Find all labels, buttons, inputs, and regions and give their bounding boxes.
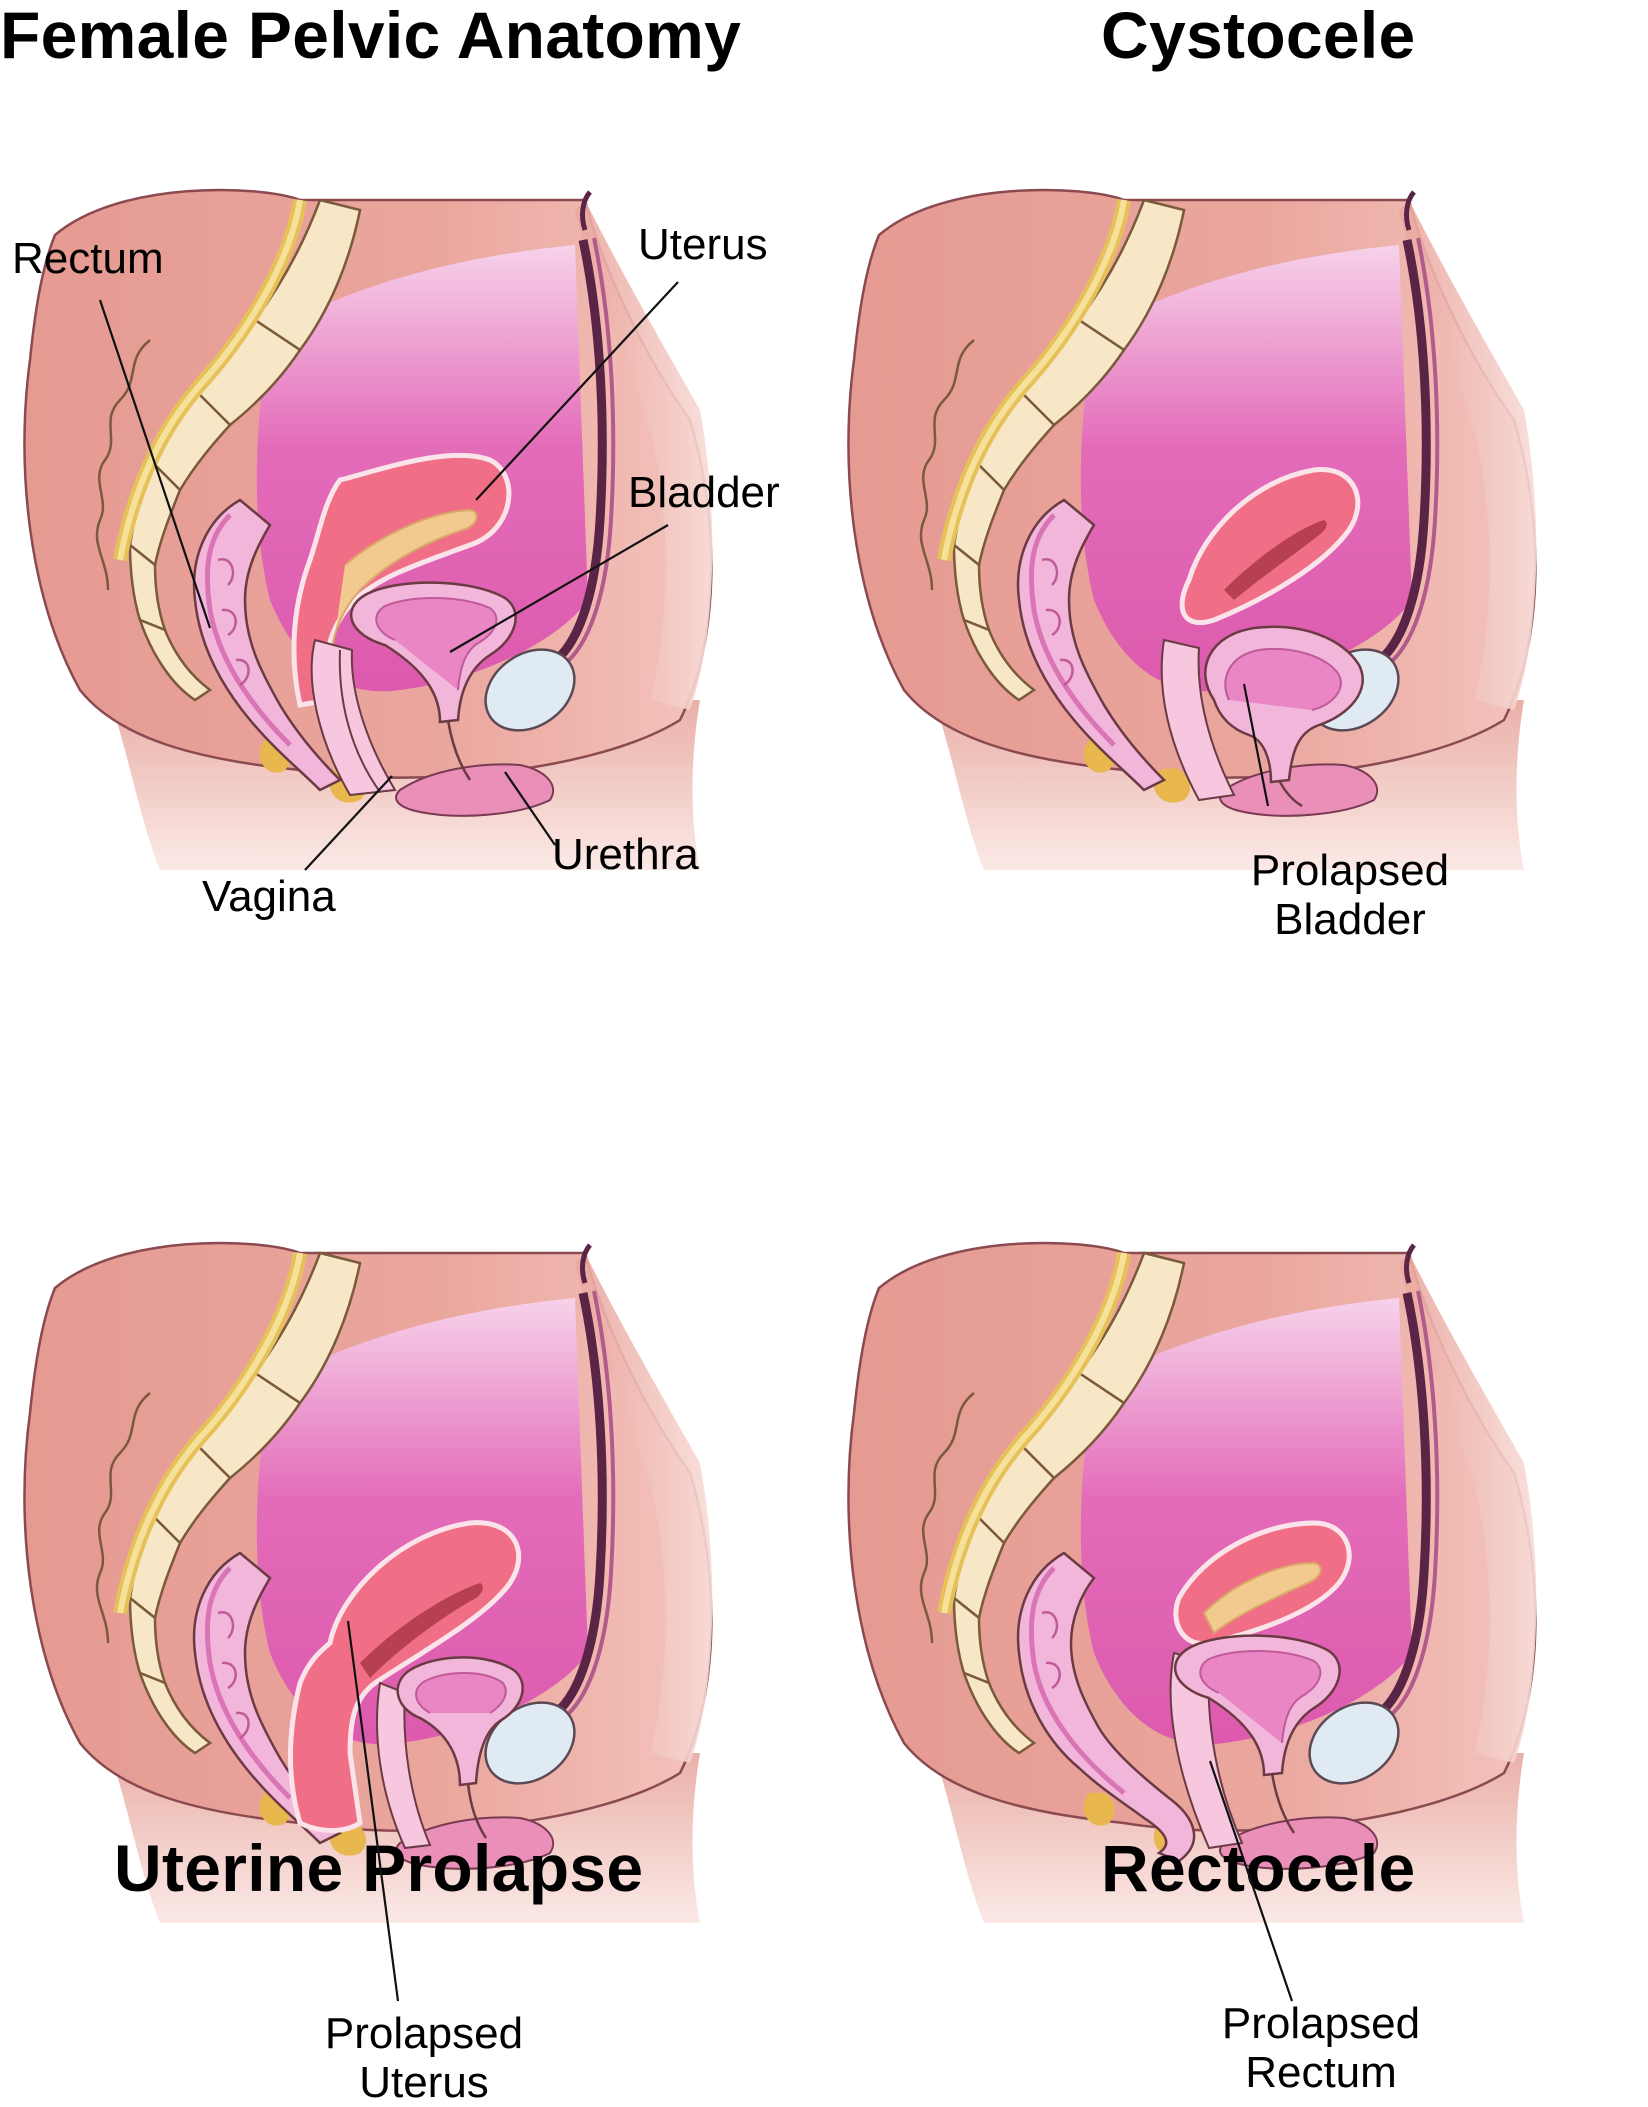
panel-title: Female Pelvic Anatomy (0, 0, 742, 72)
panel-normal-anatomy: Female Pelvic Anatomy Rectum Uterus Blad… (0, 0, 824, 1053)
label-prolapsed-rectum: Prolapsed Rectum (1222, 1999, 1420, 2098)
panel-title: Uterine Prolapse (114, 1831, 644, 1905)
normal-anatomy-illustration (0, 0, 824, 1053)
label-line-1: Prolapsed (1221, 1999, 1421, 2048)
panel-cystocele: Cystocele Prolapsed Bladder (824, 0, 1648, 1053)
panel-uterine-prolapse: Uterine Prolapse Prolapsed Uterus (0, 1053, 824, 2106)
panel-rectocele: Rectocele Prolapsed Rectum (824, 1053, 1648, 2106)
uterine-prolapse-illustration (0, 1053, 824, 2106)
label-prolapsed-uterus: Prolapsed Uterus (325, 2009, 523, 2106)
label-line-1: Prolapsed (1250, 846, 1450, 895)
panel-title: Rectocele (1101, 1831, 1416, 1905)
label-rectum: Rectum (12, 234, 164, 283)
label-urethra: Urethra (552, 830, 699, 879)
label-vagina: Vagina (202, 872, 336, 921)
label-line-2: Bladder (1274, 895, 1426, 945)
label-uterus: Uterus (638, 220, 768, 269)
label-line-2: Rectum (1245, 2048, 1397, 2098)
label-prolapsed-bladder: Prolapsed Bladder (1251, 846, 1449, 945)
cystocele-illustration (824, 0, 1648, 1053)
label-bladder: Bladder (628, 468, 780, 517)
panel-title: Cystocele (1101, 0, 1416, 72)
label-line-1: Prolapsed (324, 2009, 524, 2058)
rectocele-illustration (824, 1053, 1648, 2106)
label-line-2: Uterus (359, 2058, 489, 2106)
